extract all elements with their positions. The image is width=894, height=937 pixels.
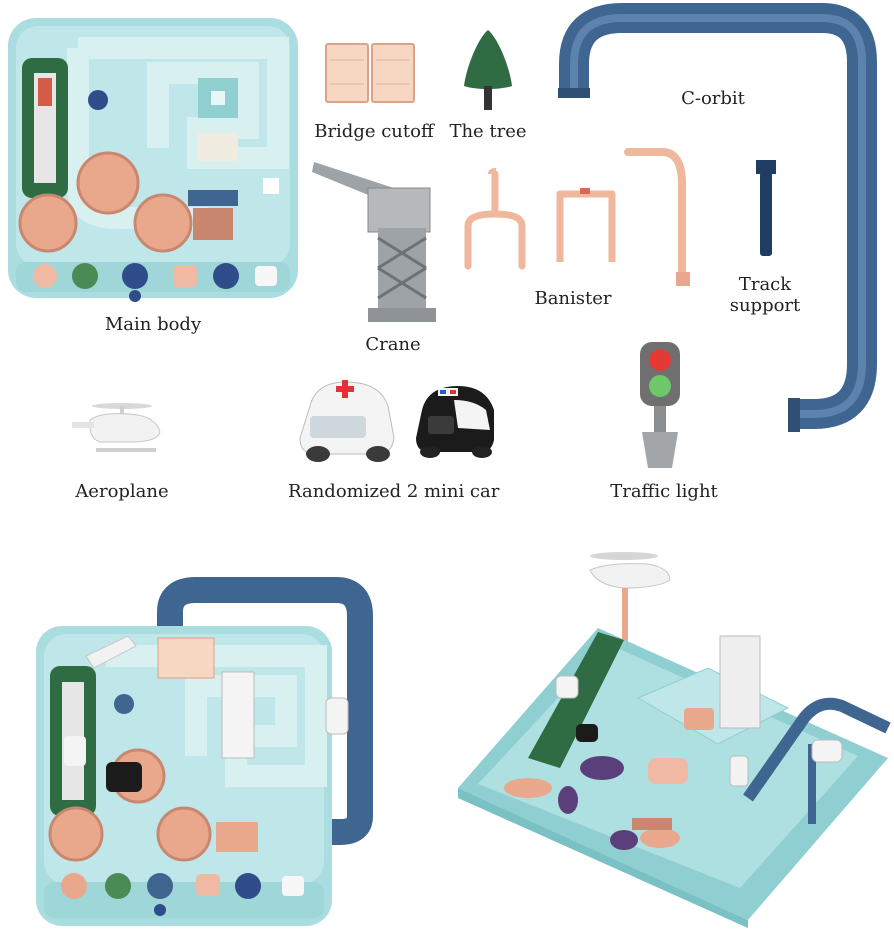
aeroplane-image bbox=[72, 403, 161, 452]
c-orbit-label: C-orbit bbox=[681, 88, 745, 109]
bridge-cutoff-label: Bridge cutoff bbox=[314, 121, 434, 142]
crane-image bbox=[312, 162, 436, 322]
banister-hook-piece bbox=[624, 148, 690, 286]
track-support-label-line2: support bbox=[729, 295, 801, 316]
aeroplane-label: Aeroplane bbox=[75, 481, 169, 502]
track-support-image bbox=[756, 160, 776, 256]
c-orbit-image bbox=[558, 3, 877, 432]
assembled-perspective-view-image bbox=[458, 552, 891, 928]
main-body-label: Main body bbox=[104, 314, 202, 335]
tree-label: The tree bbox=[449, 121, 527, 142]
crane-label: Crane bbox=[365, 334, 421, 355]
banister-y-piece bbox=[464, 168, 526, 270]
main-body-image bbox=[8, 18, 298, 302]
traffic-light-image bbox=[640, 342, 680, 468]
banister-label: Banister bbox=[534, 288, 612, 309]
bridge-cutoff-image bbox=[325, 43, 415, 103]
banister-u-piece bbox=[556, 188, 616, 262]
assembled-top-view-image bbox=[36, 577, 373, 926]
ambulance-car-image bbox=[299, 380, 395, 462]
tree-image bbox=[464, 30, 512, 110]
traffic-light-label: Traffic light bbox=[610, 481, 718, 502]
mini-car-label: Randomized 2 mini car bbox=[288, 481, 500, 502]
track-support-label-line1: Track bbox=[738, 274, 792, 295]
police-car-image bbox=[416, 386, 494, 458]
